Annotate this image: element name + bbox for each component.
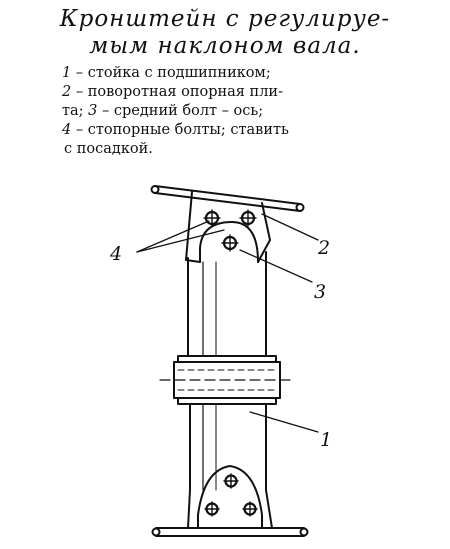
title-line-1: Кронштейн с регулируе-: [59, 6, 391, 32]
locking-bolts-lower: [204, 473, 258, 517]
legend-num-1: 1: [62, 65, 72, 81]
legend-text-3b: – средний болт – ось;: [97, 103, 264, 119]
label-1: 1: [320, 429, 332, 451]
lower-bracket: [187, 465, 273, 529]
leader-lines: [136, 213, 319, 433]
legend-line-2: 2 – поворотная опорная пли-: [62, 83, 402, 102]
title-line-2: мым наклоном вала.: [89, 33, 361, 59]
legend-text-1: – стойка с подшипником;: [71, 65, 271, 81]
figure-title: Кронштейн с регулируе- мым наклоном вала…: [0, 6, 450, 60]
legend-text-2: – поворотная опорная пли-: [71, 84, 283, 100]
label-2: 2: [317, 237, 330, 259]
legend-line-5: с посадкой.: [62, 140, 402, 159]
upper-tube: [187, 251, 267, 357]
legend-line-4: 4 – стопорные болты; ставить: [62, 121, 402, 140]
legend-text-5: с посадкой.: [64, 141, 153, 157]
label-3: 3: [314, 281, 326, 303]
legend-line-1: 1 – стойка с подшипником;: [62, 64, 402, 83]
bracket-drawing: 4 2 3 1: [109, 185, 332, 537]
locking-bolts-upper: [203, 209, 257, 227]
lower-tube: [189, 403, 267, 491]
central-pivot-bolt: [221, 234, 239, 252]
legend-num-4: 4: [62, 122, 72, 138]
legend-num-3: 3: [88, 103, 98, 119]
legend-text-4: – стопорные болты; ставить: [71, 122, 289, 138]
bearing-housing: [159, 355, 295, 405]
base-plate: [151, 527, 309, 537]
legend-num-2: 2: [62, 84, 72, 100]
parts-legend: 1 – стойка с подшипником; 2 – поворотная…: [62, 64, 402, 159]
label-4: 4: [109, 243, 122, 265]
legend-line-3: та; 3 – средний болт – ось;: [62, 102, 402, 121]
legend-text-3a: та;: [62, 103, 89, 119]
top-swivel-plate: [150, 185, 305, 212]
